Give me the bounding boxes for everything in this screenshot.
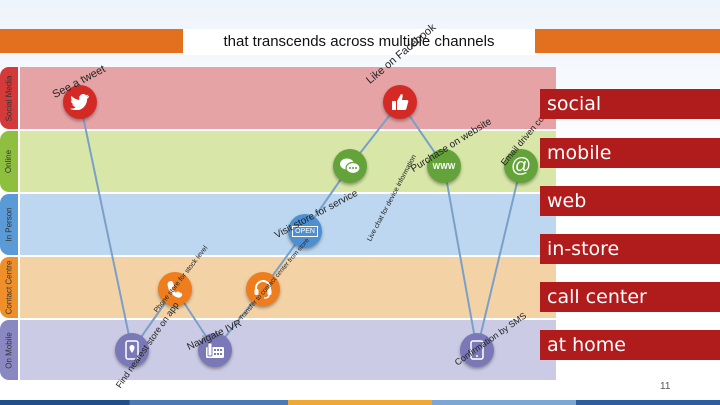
lane-tab-in-person: In Person	[0, 194, 18, 255]
page-number: 11	[660, 381, 671, 392]
channel-web: web	[540, 186, 720, 216]
ivr-node[interactable]	[198, 333, 232, 367]
phone-node[interactable]	[158, 272, 192, 306]
lane-tab-contact-centre: Contact Centre	[0, 257, 18, 318]
channel-in-store: in-store	[540, 234, 720, 264]
thumbs-up-icon	[392, 94, 409, 110]
bird-icon	[70, 94, 89, 110]
lane-tab-on-mobile: On Mobile	[0, 320, 18, 380]
open-sign-icon: OPEN	[292, 225, 318, 237]
headset-icon	[254, 280, 272, 299]
channel-social: social	[540, 89, 720, 119]
contact-center-node[interactable]	[246, 272, 280, 306]
mobile-map-icon	[125, 340, 139, 360]
lane-online	[20, 131, 556, 192]
live-chat-node[interactable]	[333, 149, 367, 183]
phone-icon	[167, 281, 183, 298]
footer-bar	[0, 400, 720, 405]
channel-mobile: mobile	[540, 138, 720, 168]
lane-tab-online: Online	[0, 131, 18, 192]
twitter-node[interactable]	[63, 85, 97, 119]
channel-at-home: at home	[540, 330, 720, 360]
facebook-like-node[interactable]	[383, 85, 417, 119]
sms-node[interactable]	[460, 333, 494, 367]
store-node[interactable]: OPEN	[288, 214, 322, 248]
map-app-node[interactable]	[115, 333, 149, 367]
channel-call-center: call center	[540, 282, 720, 312]
lane-social-media	[20, 67, 556, 129]
at-sign-icon: @	[510, 155, 532, 177]
email-node[interactable]: @	[504, 149, 538, 183]
chat-bubbles-icon	[340, 158, 361, 175]
website-node[interactable]: WWW	[427, 149, 461, 183]
slide-title: that transcends across multiple channels	[183, 29, 535, 55]
desk-phone-icon	[206, 342, 224, 358]
smartphone-icon	[470, 340, 484, 360]
www-icon: WWW	[432, 161, 456, 171]
lane-tab-social-media: Social Media	[0, 67, 18, 129]
